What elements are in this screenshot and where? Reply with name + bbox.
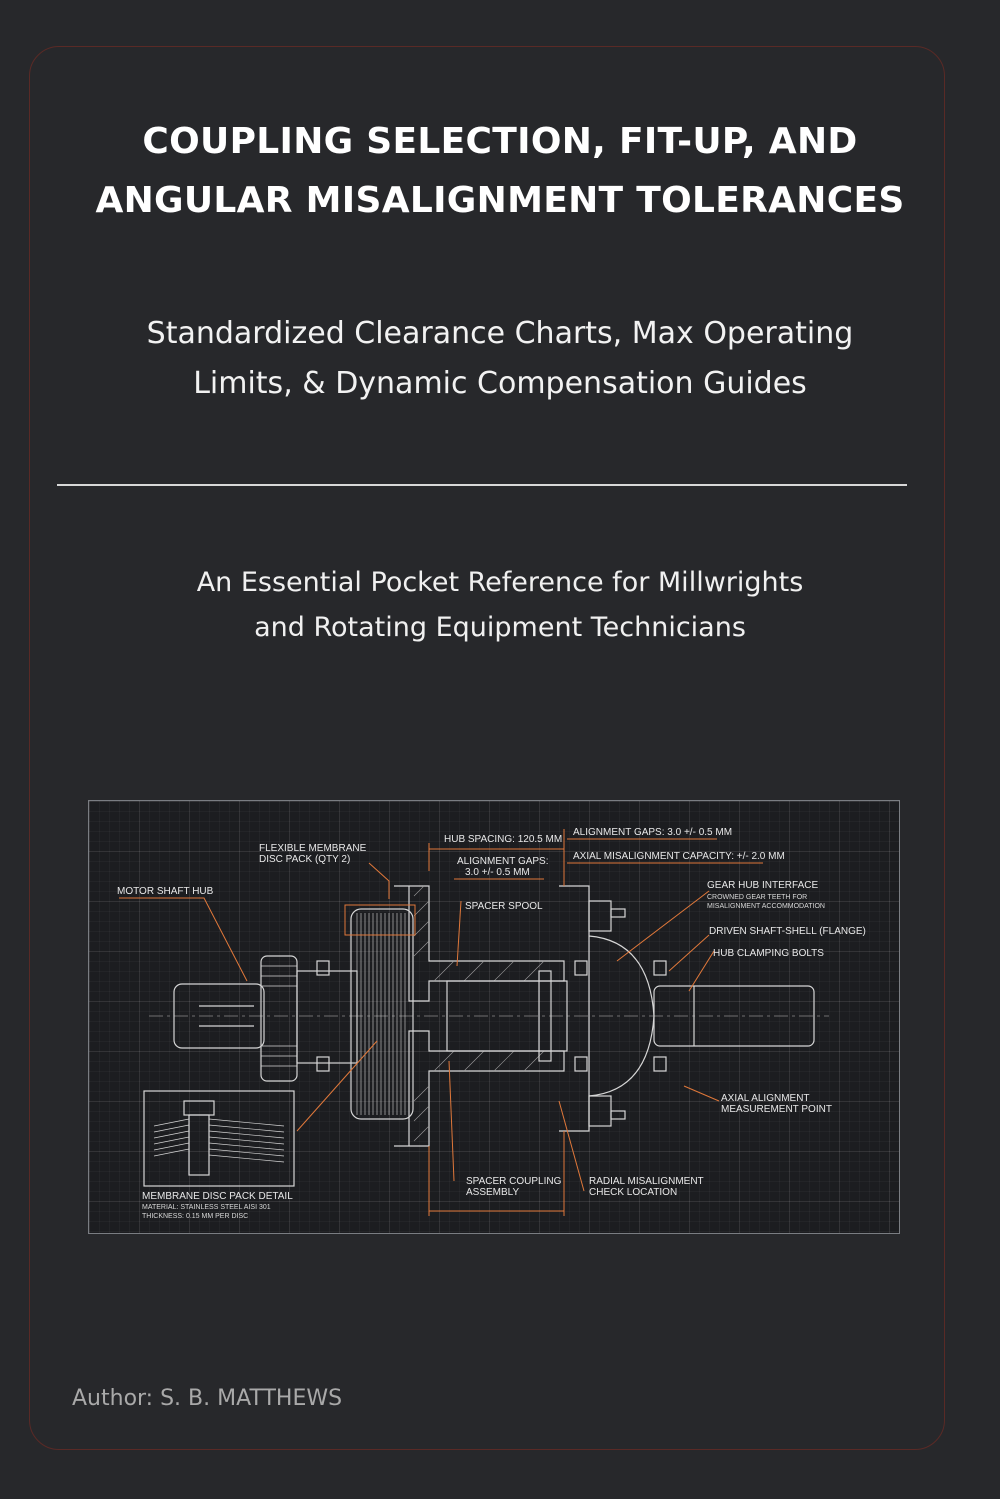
- motor-hub-body: [296, 970, 358, 1064]
- right-flange: [559, 885, 590, 1132]
- label-alignment-gaps-top: ALIGNMENT GAPS: 3.0 +/- 0.5 MM: [573, 827, 732, 838]
- disc-pack-plates: [356, 913, 406, 1115]
- spacer-ring: [538, 970, 552, 1062]
- driven-shaft: [653, 985, 815, 1047]
- motor-shaft: [173, 983, 265, 1049]
- label-disc-detail-1: MEMBRANE DISC PACK DETAIL: [142, 1191, 293, 1202]
- bolt-right-top: [574, 960, 588, 976]
- coupling-blueprint-diagram: FLEXIBLE MEMBRANE DISC PACK (QTY 2) MOTO…: [88, 800, 900, 1234]
- book-subtitle: Standardized Clearance Charts, Max Opera…: [0, 309, 1000, 409]
- label-radial-check-1: RADIAL MISALIGNMENT: [589, 1176, 704, 1187]
- label-radial-check-2: CHECK LOCATION: [589, 1187, 677, 1198]
- diagram-labels: FLEXIBLE MEMBRANE DISC PACK (QTY 2) MOTO…: [117, 827, 866, 1220]
- bolt-left-bottom: [316, 1056, 330, 1072]
- label-gear-hub-1: GEAR HUB INTERFACE: [707, 880, 818, 891]
- label-gear-hub-3: MISALIGNMENT ACCOMMODATION: [707, 903, 825, 910]
- label-disc-detail-3: THICKNESS: 0.15 MM PER DISC: [142, 1213, 248, 1220]
- tagline-line-1: An Essential Pocket Reference for Millwr…: [196, 567, 804, 598]
- callout-spacer-spool: [456, 900, 462, 967]
- cover-frame: [29, 46, 945, 1450]
- label-gear-hub-2: CROWNED GEAR TEETH FOR: [707, 894, 807, 901]
- label-axial-point-2: MEASUREMENT POINT: [721, 1104, 832, 1115]
- blueprint-svg: FLEXIBLE MEMBRANE DISC PACK (QTY 2) MOTO…: [117, 827, 866, 1220]
- motor-hub: [260, 955, 298, 1082]
- disc-detail-bolt: [188, 1114, 210, 1176]
- bolt-far-bottom: [653, 1056, 667, 1072]
- title-line-1: COUPLING SELECTION, FIT-UP, AND: [142, 121, 858, 162]
- callout-radial-check: [558, 1100, 585, 1192]
- subtitle-line-1: Standardized Clearance Charts, Max Opera…: [146, 316, 854, 351]
- callout-gear-hub: [616, 890, 710, 962]
- label-motor-shaft-hub: MOTOR SHAFT HUB: [117, 886, 214, 897]
- callout-lines: [119, 829, 763, 1216]
- callout-disc-detail: [296, 1040, 378, 1132]
- callout-motor-hub: [119, 897, 248, 982]
- tagline-line-2: and Rotating Equipment Technicians: [254, 612, 746, 643]
- bolt-right-bottom: [574, 1056, 588, 1072]
- label-spacer-spool: SPACER SPOOL: [465, 901, 543, 912]
- book-tagline: An Essential Pocket Reference for Millwr…: [0, 560, 1000, 650]
- title-line-2: ANGULAR MISALIGNMENT TOLERANCES: [95, 180, 905, 221]
- bolt-far-top: [653, 960, 667, 976]
- right-flange-lug-top: [588, 900, 612, 932]
- label-clamping-bolts: HUB CLAMPING BOLTS: [713, 948, 824, 959]
- label-axial-point-1: AXIAL ALIGNMENT: [721, 1093, 810, 1104]
- motor-hub-teeth: [261, 965, 297, 1067]
- flange-hatching: [413, 885, 545, 1142]
- label-axial-capacity: AXIAL MISALIGNMENT CAPACITY: +/- 2.0 MM: [573, 851, 785, 862]
- callout-axial-point: [683, 1085, 720, 1102]
- label-disc-detail-2: MATERIAL: STAINLESS STEEL AISI 301: [142, 1204, 271, 1211]
- label-hub-spacing: HUB SPACING: 120.5 MM: [444, 834, 562, 845]
- label-spacer-assembly-2: ASSEMBLY: [466, 1187, 519, 1198]
- book-title: COUPLING SELECTION, FIT-UP, AND ANGULAR …: [0, 112, 1000, 230]
- divider-rule: [57, 484, 907, 486]
- label-flexible-membrane-2: DISC PACK (QTY 2): [259, 854, 350, 865]
- spacer-spool: [446, 980, 568, 1052]
- disc-detail-bolt-head: [183, 1100, 215, 1116]
- disc-detail-box: [143, 1090, 295, 1187]
- disc-detail-plates: [153, 1118, 285, 1163]
- subtitle-line-2: Limits, & Dynamic Compensation Guides: [193, 366, 807, 401]
- label-driven-shaft: DRIVEN SHAFT-SHELL (FLANGE): [709, 926, 866, 937]
- callout-spacer-assembly: [448, 1060, 455, 1182]
- right-flange-lug-bottom: [588, 1095, 612, 1127]
- disc-pack-highlight: [344, 904, 416, 936]
- label-alignment-gaps-inner-1: ALIGNMENT GAPS:: [457, 856, 549, 867]
- flange-bolt-bottom: [610, 1110, 626, 1120]
- author-name: Author: S. B. MATTHEWS: [72, 1386, 343, 1411]
- label-alignment-gaps-inner-2: 3.0 +/- 0.5 MM: [465, 867, 530, 878]
- callout-flexible-membrane: [368, 862, 390, 899]
- label-flexible-membrane-1: FLEXIBLE MEMBRANE: [259, 843, 367, 854]
- callout-driven-shaft: [668, 934, 710, 972]
- bolt-left-top: [316, 960, 330, 976]
- disc-pack: [350, 908, 414, 1120]
- flange-bolt-top: [610, 908, 626, 918]
- callout-clamping-bolts: [688, 950, 715, 992]
- label-spacer-assembly-1: SPACER COUPLING: [466, 1176, 562, 1187]
- coupling-linework: [143, 885, 829, 1187]
